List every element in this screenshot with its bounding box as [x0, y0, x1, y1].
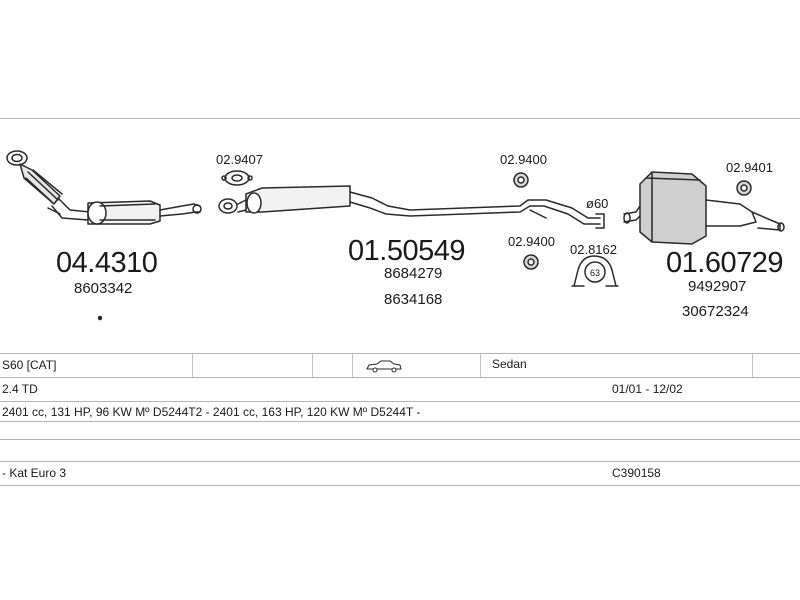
middle-pipe-ref-2: 8634168 [384, 291, 442, 308]
gasket-drawing [218, 170, 253, 214]
hanger-bottom-part-number: 02.9400 [508, 234, 555, 249]
top-border [0, 118, 800, 119]
clamp-size: 63 [590, 268, 600, 278]
rubber-hanger-drawing [513, 172, 752, 270]
catalyst-ref-1: 8603342 [74, 280, 132, 297]
marker-dot [97, 315, 103, 321]
middle-pipe-part-number: 01.50549 [348, 235, 465, 267]
table-line [0, 485, 800, 486]
table-line [0, 439, 800, 440]
engine-details-cell: 2401 cc, 131 HP, 96 KW Mº D5244T2 - 2401… [2, 405, 421, 419]
diameter-label: ø60 [586, 196, 608, 211]
years-cell: 01/01 - 12/02 [612, 382, 683, 396]
table-divider [752, 353, 753, 377]
rear-silencer-ref-1: 9492907 [688, 278, 746, 295]
body-type-cell: Sedan [492, 357, 527, 371]
model-cell: S60 [CAT] [2, 358, 57, 372]
middle-pipe-drawing [237, 185, 605, 229]
table-line [0, 353, 800, 354]
table-divider [192, 353, 193, 377]
engine-cell: 2.4 TD [2, 382, 38, 396]
clamp-part-number: 02.8162 [570, 242, 617, 257]
rear-silencer-drawing [623, 171, 785, 245]
table-divider [352, 353, 353, 377]
table-line [0, 377, 800, 378]
table-line [0, 461, 800, 462]
rear-silencer-ref-2: 30672324 [682, 303, 749, 320]
table-divider [312, 353, 313, 377]
clamp-drawing [571, 255, 619, 287]
table-line [0, 401, 800, 402]
table-divider [480, 353, 481, 377]
catalyst-part-number: 04.4310 [56, 247, 157, 279]
gasket-part-number: 02.9407 [216, 152, 263, 167]
hanger-top-part-number: 02.9400 [500, 152, 547, 167]
rear-silencer-part-number: 01.60729 [666, 247, 783, 279]
notes-cell: - Kat Euro 3 [2, 466, 67, 480]
table-line [0, 421, 800, 422]
exhaust-system-diagram: 04.4310 8603342 02.9407 01.50549 8684279… [6, 150, 785, 321]
catalytic-converter-drawing [6, 150, 202, 225]
rear-hanger-part-number: 02.9401 [726, 160, 773, 175]
middle-pipe-ref-1: 8684279 [384, 265, 442, 282]
sedan-car-icon [366, 360, 402, 373]
code-cell: C390158 [612, 466, 661, 480]
